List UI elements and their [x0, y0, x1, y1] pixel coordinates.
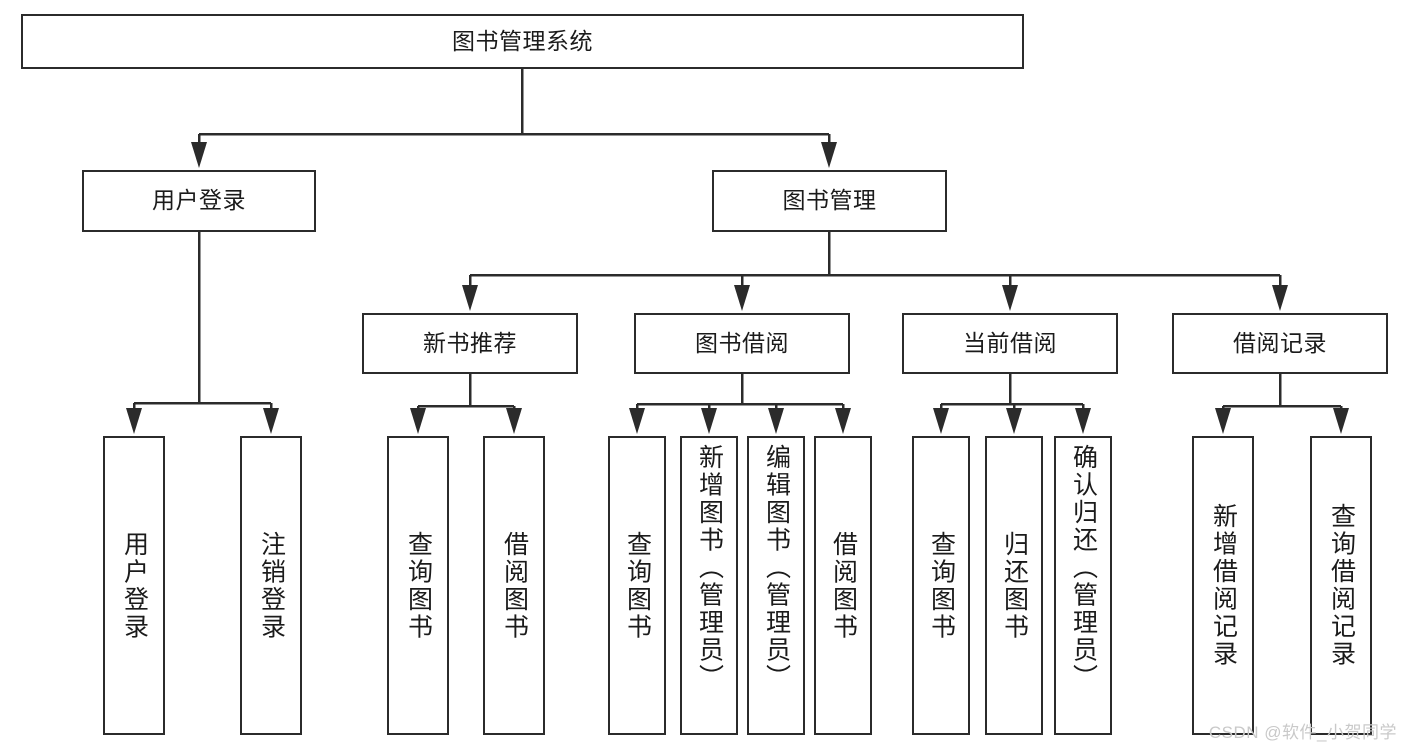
node-book-borrow[interactable]: 图书借阅: [634, 313, 850, 374]
node-leaf-query-record-label: 查询借阅记录: [1327, 503, 1356, 668]
node-borrow-record-label: 借阅记录: [1233, 329, 1327, 356]
node-borrow-record[interactable]: 借阅记录: [1172, 313, 1388, 374]
node-new-book-rec-label: 新书推荐: [423, 329, 517, 356]
node-leaf-user-login-label: 用户登录: [120, 530, 149, 641]
node-leaf-confirm-return-label: 确认归还（管理员）: [1069, 444, 1098, 692]
node-leaf-add-book-label: 新增图书（管理员）: [695, 444, 724, 692]
node-book-manage-label: 图书管理: [782, 187, 877, 214]
node-leaf-add-book[interactable]: 新增图书（管理员）: [680, 436, 738, 735]
connector-record-to-leaves: [1215, 374, 1349, 434]
connector-bookmanage-to-l2: [462, 232, 1288, 311]
connector-newbook-to-leaves: [410, 374, 522, 434]
node-leaf-query-record[interactable]: 查询借阅记录: [1310, 436, 1372, 735]
node-leaf-query-book-borrow[interactable]: 查询图书: [608, 436, 666, 735]
node-leaf-borrow-book[interactable]: 借阅图书: [814, 436, 872, 735]
node-leaf-borrow-book-label: 借阅图书: [829, 530, 858, 641]
node-leaf-return-book[interactable]: 归还图书: [985, 436, 1043, 735]
node-current-borrow-label: 当前借阅: [963, 329, 1057, 356]
node-leaf-logout-label: 注销登录: [257, 530, 286, 641]
node-leaf-borrow-book-rec[interactable]: 借阅图书: [483, 436, 545, 735]
node-root-system-label: 图书管理系统: [452, 27, 593, 54]
node-leaf-borrow-book-rec-label: 借阅图书: [500, 530, 529, 641]
node-book-manage[interactable]: 图书管理: [712, 170, 947, 232]
node-leaf-logout[interactable]: 注销登录: [240, 436, 302, 735]
node-leaf-query-book-borrow-label: 查询图书: [623, 530, 652, 641]
connector-bookborrow-to-leaves: [629, 374, 851, 434]
node-leaf-return-book-label: 归还图书: [1000, 530, 1029, 641]
node-leaf-confirm-return[interactable]: 确认归还（管理员）: [1054, 436, 1112, 735]
node-user-login-label: 用户登录: [152, 187, 246, 214]
connector-curborrow-to-leaves: [933, 374, 1091, 434]
connector-root-to-l1: [191, 69, 837, 168]
node-leaf-edit-book-label: 编辑图书（管理员）: [762, 444, 791, 692]
node-root-system[interactable]: 图书管理系统: [21, 14, 1024, 69]
node-user-login[interactable]: 用户登录: [82, 170, 316, 232]
node-leaf-add-record-label: 新增借阅记录: [1209, 503, 1238, 668]
node-leaf-edit-book[interactable]: 编辑图书（管理员）: [747, 436, 805, 735]
node-leaf-query-book-cur[interactable]: 查询图书: [912, 436, 970, 735]
node-leaf-query-book-rec[interactable]: 查询图书: [387, 436, 449, 735]
node-current-borrow[interactable]: 当前借阅: [902, 313, 1118, 374]
node-new-book-rec[interactable]: 新书推荐: [362, 313, 578, 374]
node-leaf-add-record[interactable]: 新增借阅记录: [1192, 436, 1254, 735]
node-book-borrow-label: 图书借阅: [695, 329, 789, 356]
connector-userlogin-to-leaves: [126, 232, 279, 434]
node-leaf-query-book-rec-label: 查询图书: [404, 530, 433, 641]
node-leaf-query-book-cur-label: 查询图书: [927, 530, 956, 641]
node-leaf-user-login[interactable]: 用户登录: [103, 436, 165, 735]
